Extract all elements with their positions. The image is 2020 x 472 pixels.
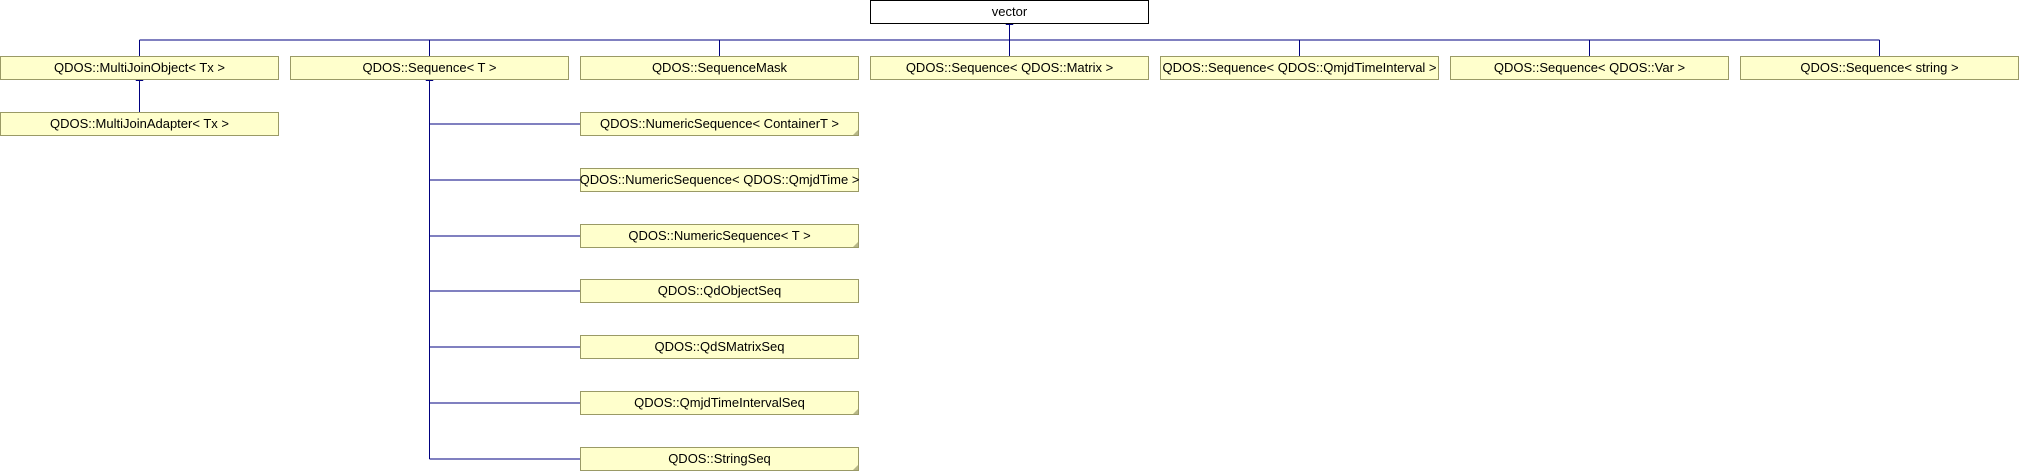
class-node-label: QDOS::QdSMatrixSeq xyxy=(654,339,784,354)
class-node-box xyxy=(1740,56,2019,80)
class-node-label: QDOS::Sequence< QDOS::Var > xyxy=(1494,60,1685,75)
class-node-numericsequence-t[interactable]: QDOS::NumericSequence< T > xyxy=(580,224,859,248)
class-node-label: QDOS::QdObjectSeq xyxy=(658,283,782,298)
class-node-box xyxy=(580,391,859,415)
class-node-sequence-t[interactable]: QDOS::Sequence< T > xyxy=(290,56,569,80)
class-node-box xyxy=(580,56,859,80)
class-node-qdsmatrixseq[interactable]: QDOS::QdSMatrixSeq xyxy=(580,335,859,359)
class-node-numericsequence-qmjdtime[interactable]: QDOS::NumericSequence< QDOS::QmjdTime > xyxy=(580,168,860,192)
class-node-box xyxy=(580,335,859,359)
class-node-box xyxy=(290,56,569,80)
edges xyxy=(135,18,1880,460)
class-node-box xyxy=(1450,56,1729,80)
class-node-vector[interactable]: vector xyxy=(870,0,1149,24)
class-node-label: QDOS::Sequence< T > xyxy=(363,60,497,75)
class-node-label: QDOS::Sequence< string > xyxy=(1800,60,1958,75)
class-node-label: QDOS::NumericSequence< QDOS::QmjdTime > xyxy=(580,172,860,187)
class-node-label: QDOS::MultiJoinAdapter< Tx > xyxy=(50,116,229,131)
class-node-label: QDOS::NumericSequence< ContainerT > xyxy=(600,116,839,131)
class-node-box xyxy=(580,279,859,303)
class-node-box xyxy=(580,112,859,136)
class-node-label: QDOS::Sequence< QDOS::Matrix > xyxy=(906,60,1113,75)
fold-corner-icon xyxy=(853,130,858,135)
class-node-multijoinobject[interactable]: QDOS::MultiJoinObject< Tx > xyxy=(0,56,279,80)
class-node-box xyxy=(1160,56,1439,80)
class-node-label: QDOS::StringSeq xyxy=(668,451,771,466)
class-node-label: QDOS::Sequence< QDOS::QmjdTimeInterval > xyxy=(1162,60,1436,75)
class-node-box xyxy=(580,168,859,192)
class-node-label: QDOS::NumericSequence< T > xyxy=(628,228,810,243)
class-node-label: QDOS::MultiJoinObject< Tx > xyxy=(54,60,225,75)
fold-corner-icon xyxy=(853,409,858,414)
class-node-label: QDOS::SequenceMask xyxy=(652,60,788,75)
class-node-sequence-matrix[interactable]: QDOS::Sequence< QDOS::Matrix > xyxy=(870,56,1149,80)
class-node-label: vector xyxy=(992,4,1028,19)
class-node-sequence-qmjdtimeinterval[interactable]: QDOS::Sequence< QDOS::QmjdTimeInterval > xyxy=(1160,56,1439,80)
class-node-box xyxy=(580,224,859,248)
class-node-qmjdtimeintervalseq[interactable]: QDOS::QmjdTimeIntervalSeq xyxy=(580,391,859,415)
fold-corner-icon xyxy=(853,465,858,470)
class-node-box xyxy=(580,447,859,471)
class-node-box xyxy=(870,56,1149,80)
class-node-qdobjectseq[interactable]: QDOS::QdObjectSeq xyxy=(580,279,859,303)
class-node-stringseq[interactable]: QDOS::StringSeq xyxy=(580,447,859,471)
class-node-numericsequence-containert[interactable]: QDOS::NumericSequence< ContainerT > xyxy=(580,112,859,136)
class-node-multijoinadapter[interactable]: QDOS::MultiJoinAdapter< Tx > xyxy=(0,112,279,136)
class-node-sequencemask[interactable]: QDOS::SequenceMask xyxy=(580,56,859,80)
class-node-sequence-string[interactable]: QDOS::Sequence< string > xyxy=(1740,56,2019,80)
class-node-sequence-var[interactable]: QDOS::Sequence< QDOS::Var > xyxy=(1450,56,1729,80)
fold-corner-icon xyxy=(853,242,858,247)
class-node-label: QDOS::QmjdTimeIntervalSeq xyxy=(634,395,805,410)
class-node-box xyxy=(870,0,1149,24)
class-node-box xyxy=(0,56,279,80)
class-node-box xyxy=(0,112,279,136)
